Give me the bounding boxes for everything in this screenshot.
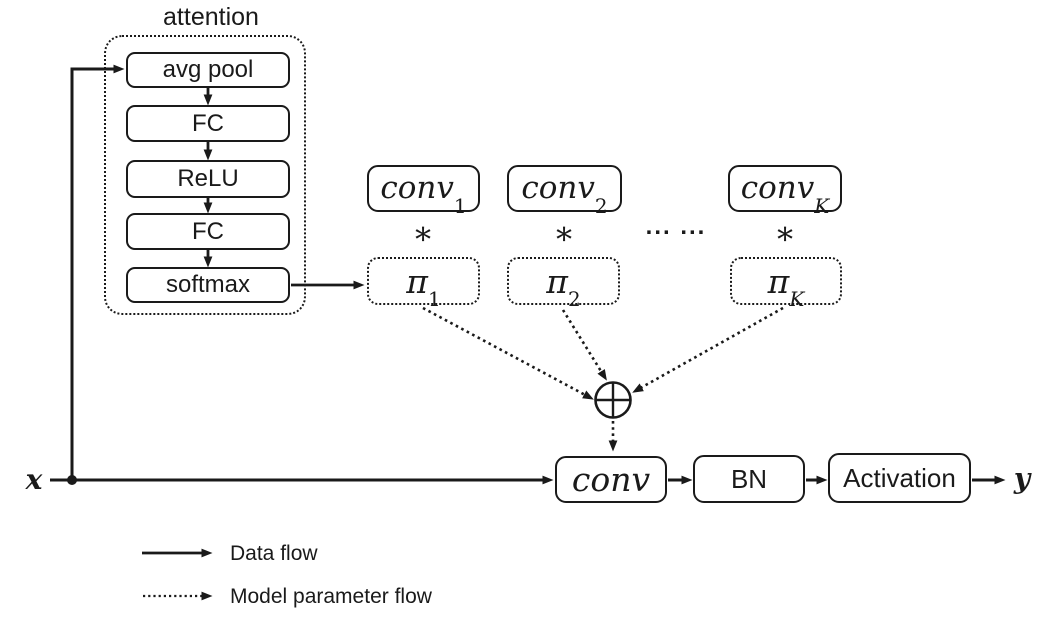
fc1-box: FC	[126, 105, 290, 142]
softmax-box: softmax	[126, 267, 290, 303]
attention-title: attention	[163, 2, 259, 31]
avg-pool-label: avg pool	[162, 56, 254, 83]
fc2-box: FC	[126, 213, 290, 250]
output-y-label: y	[1013, 462, 1031, 495]
sum-icon	[594, 381, 632, 419]
dotted-arrow-pi2-to-sum	[561, 309, 607, 381]
ellipsis: ... ...	[645, 213, 707, 240]
activation-label: Activation	[843, 463, 956, 493]
pi1-subscript: 1	[427, 287, 441, 311]
piK-subscript: K	[789, 287, 805, 311]
softmax-label: softmax	[165, 271, 251, 298]
convK-subscript: K	[814, 194, 830, 218]
junction-dot	[67, 475, 77, 485]
convK-label: conv	[740, 170, 815, 206]
fc2-label: FC	[192, 217, 224, 245]
conv2-subscript: 2	[594, 194, 608, 218]
pi2-label: π	[546, 261, 568, 301]
dotted-arrow-pi1-to-sum	[422, 306, 594, 400]
multiply-symbol-2: ∗	[553, 214, 575, 252]
fc1-label: FC	[192, 109, 224, 137]
legend-data-flow-label: Data flow	[230, 541, 318, 565]
piK-label: π	[767, 261, 790, 301]
relu-label: ReLU	[177, 165, 239, 192]
conv-label: conv	[571, 460, 651, 499]
multiply-symbol-1: ∗	[412, 214, 434, 252]
activation-box: Activation	[828, 453, 971, 503]
pi2-subscript: 2	[567, 287, 581, 311]
multiply-symbol-K: ∗	[774, 214, 796, 252]
pi1-label: π	[406, 261, 428, 301]
conv1-label: conv	[380, 170, 454, 206]
conv1-subscript: 1	[453, 194, 467, 218]
legend-param-flow-label: Model parameter flow	[230, 584, 432, 608]
bn-box: BN	[693, 455, 805, 503]
conv2-label: conv	[521, 170, 595, 206]
dotted-arrow-piK-to-sum	[632, 306, 784, 393]
avg-pool-box: avg pool	[126, 52, 290, 88]
conv-box: conv	[555, 456, 667, 503]
relu-box: ReLU	[126, 160, 290, 198]
input-x-label: x	[25, 463, 43, 496]
bn-label: BN	[730, 464, 768, 494]
